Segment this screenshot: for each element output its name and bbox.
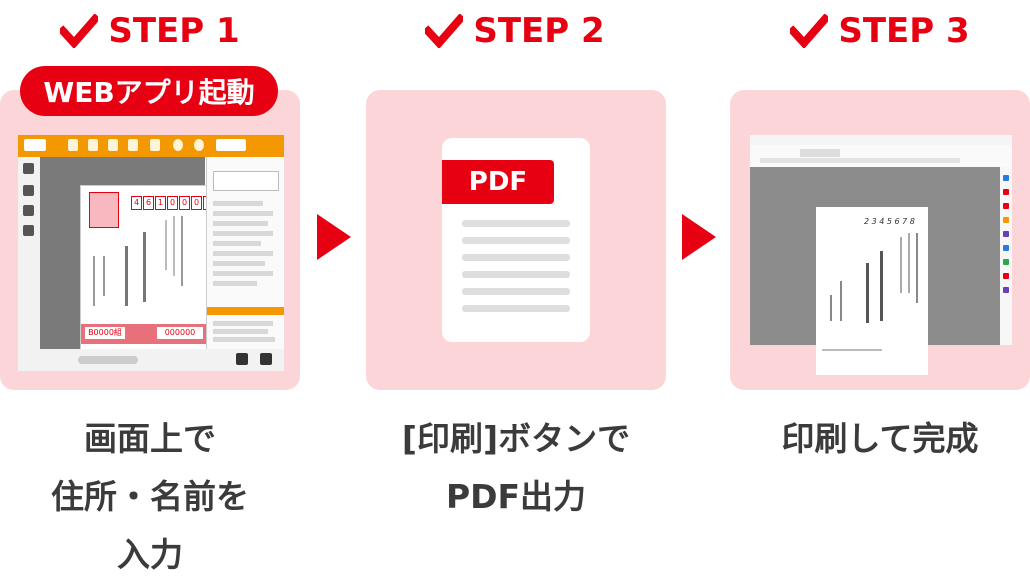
arrow-right-icon <box>682 214 716 260</box>
viewer-document-area: 2 3 4 5 6 7 8 <box>750 167 1000 375</box>
caption-line: 印刷して完成 <box>781 419 979 458</box>
step2-caption: [印刷]ボタンで PDF出力 <box>366 410 666 526</box>
webapp-launch-badge: WEBアプリ起動 <box>20 66 278 116</box>
caption-line: [印刷]ボタンで <box>401 419 631 458</box>
step3-header: STEP 3 <box>780 8 980 54</box>
step2-label: STEP 2 <box>473 11 605 51</box>
edit-canvas[interactable]: 4 6 1 0 0 0 0 B0000組 000000 <box>40 157 214 367</box>
step3-label: STEP 3 <box>838 11 970 51</box>
viewer-tool-sidebar <box>1000 167 1012 345</box>
step2-panel: PDF <box>366 90 666 390</box>
postcard-pdf-page: 2 3 4 5 6 7 8 <box>816 207 928 375</box>
app-statusbar <box>18 349 284 371</box>
step3-panel: 2 3 4 5 6 7 8 <box>730 90 1030 390</box>
address-input-panel[interactable] <box>206 157 284 367</box>
postal-code-boxes: 4 6 1 0 0 0 0 <box>131 196 214 210</box>
pdf-label: PDF <box>442 160 554 204</box>
caption-line: 入力 <box>117 535 183 574</box>
step3-caption: 印刷して完成 <box>730 410 1030 468</box>
app-toolbar <box>18 135 284 157</box>
postcard-preview: 4 6 1 0 0 0 0 B0000組 000000 <box>80 185 214 367</box>
stamp-area <box>89 192 119 228</box>
postcard-footer-row: B0000組 000000 <box>81 324 209 344</box>
step1-header: STEP 1 <box>50 8 250 54</box>
postal-code-text: 2 3 4 5 6 7 8 <box>864 217 915 226</box>
caption-line: PDF出力 <box>445 477 587 516</box>
step1-caption: 画面上で 住所・名前を 入力 <box>0 410 300 584</box>
step2-header: STEP 2 <box>415 8 615 54</box>
check-icon <box>790 14 829 48</box>
pdf-viewer-screenshot: 2 3 4 5 6 7 8 <box>750 135 1012 375</box>
pdf-document-icon: PDF <box>442 138 590 342</box>
address-app-screenshot: 4 6 1 0 0 0 0 B0000組 000000 <box>18 135 284 371</box>
step1-label: STEP 1 <box>108 11 240 51</box>
check-icon <box>60 14 99 48</box>
viewer-toolbar <box>750 145 1012 168</box>
step1-panel: 4 6 1 0 0 0 0 B0000組 000000 <box>0 90 300 390</box>
caption-line: 画面上で <box>84 419 216 458</box>
arrow-right-icon <box>317 214 351 260</box>
caption-line: 住所・名前を <box>51 477 249 516</box>
app-tool-sidebar <box>18 157 41 367</box>
check-icon <box>425 14 464 48</box>
viewer-titlebar <box>750 135 1012 145</box>
